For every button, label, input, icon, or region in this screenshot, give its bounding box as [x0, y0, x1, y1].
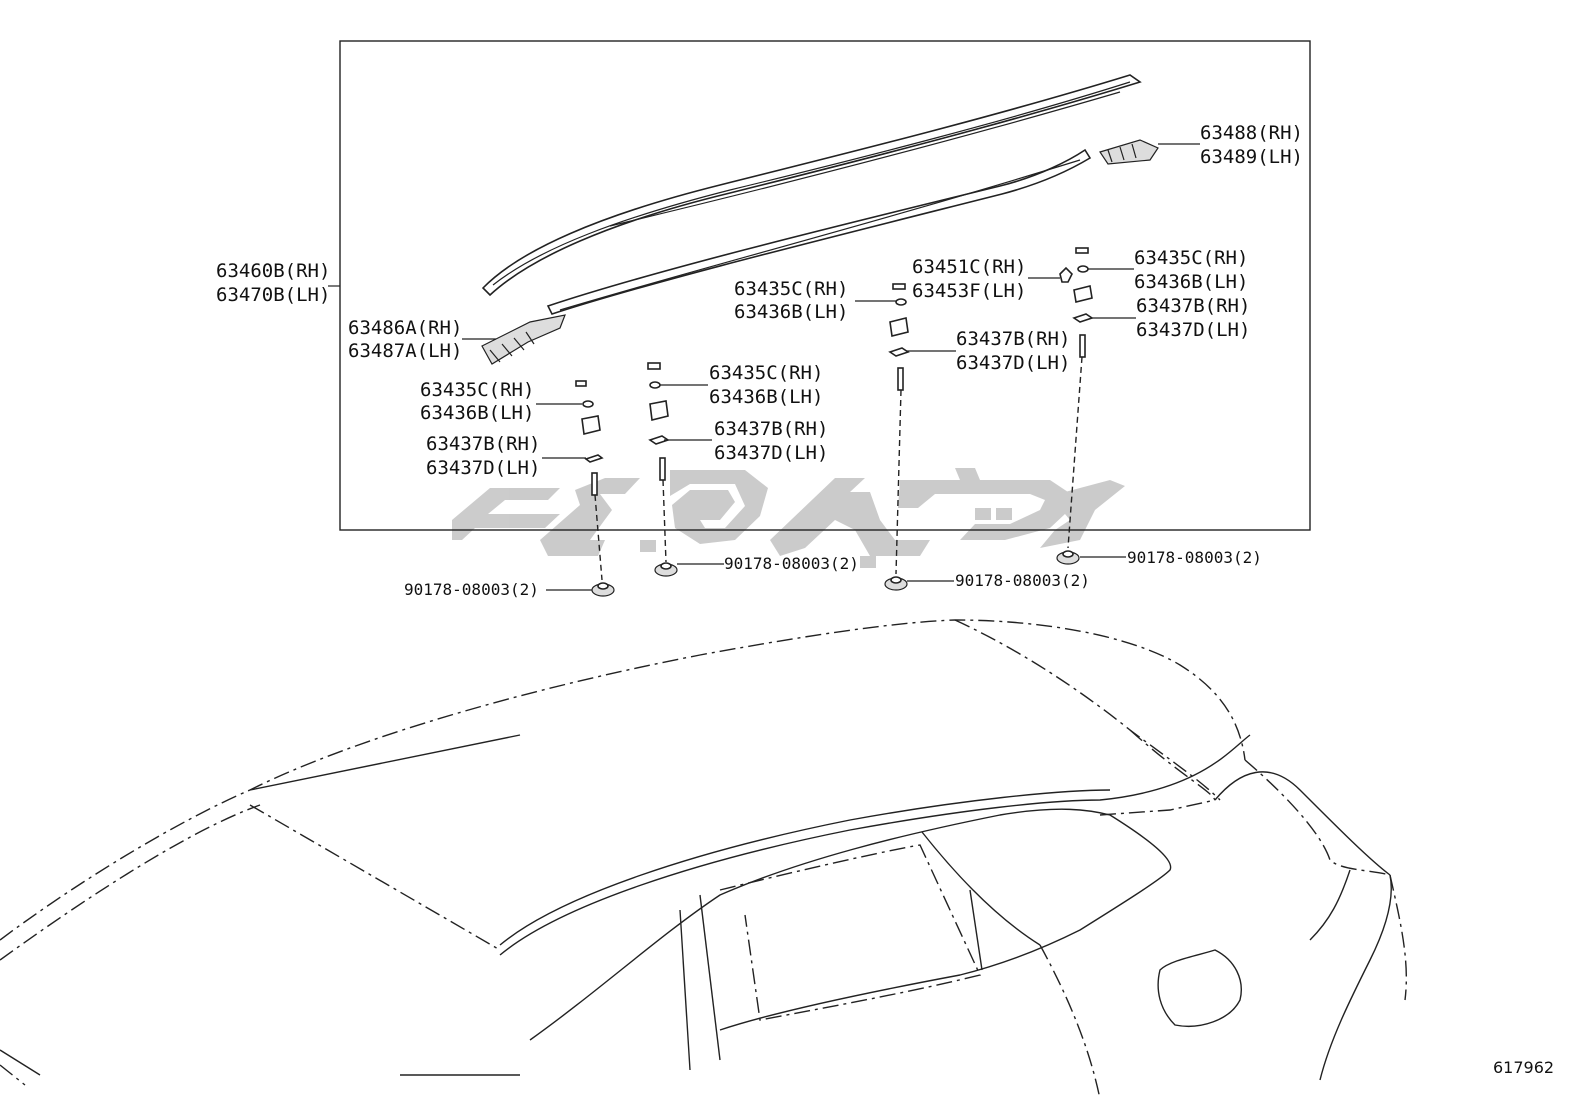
label-set1-gasket-lh: 63437D(LH): [426, 457, 540, 479]
label-set2-cushion-lh: 63436B(LH): [709, 386, 823, 408]
label-set3-cushion-lh: 63436B(LH): [734, 301, 848, 323]
clip-set-2: [647, 362, 678, 577]
watermark-logo: [452, 468, 1125, 568]
label-set1-gasket-rh: 63437B(RH): [426, 433, 540, 455]
front-end-cover: [481, 314, 566, 365]
label-nut3: 90178-08003(2): [955, 571, 1090, 590]
vehicle-outline: [0, 619, 1408, 1099]
label-set4-gasket-lh: 63437D(LH): [1136, 319, 1250, 341]
clip-set-4: [1056, 247, 1094, 565]
label-set2-cushion-rh: 63435C(RH): [709, 362, 823, 384]
rear-end-cover: [1099, 139, 1159, 165]
label-roof-rail-rh: 63460B(RH): [216, 260, 330, 282]
clip-set-1: [575, 380, 615, 597]
label-set4-cushion-rh: 63435C(RH): [1134, 247, 1248, 269]
label-set3-gasket-lh: 63437D(LH): [956, 352, 1070, 374]
label-roof-rail-lh: 63470B(LH): [216, 284, 330, 306]
label-set1-cushion-lh: 63436B(LH): [420, 402, 534, 424]
label-set4-cushion-lh: 63436B(LH): [1134, 271, 1248, 293]
rail-strip: [546, 148, 1092, 315]
label-set2-gasket-rh: 63437B(RH): [714, 418, 828, 440]
label-nut2: 90178-08003(2): [724, 554, 859, 573]
clip-set-3: [884, 283, 910, 591]
label-set4-gasket-rh: 63437B(RH): [1136, 295, 1250, 317]
label-nut4: 90178-08003(2): [1127, 548, 1262, 567]
label-rear-cover-rh: 63488(RH): [1200, 122, 1303, 144]
label-rear-cover-lh: 63489(LH): [1200, 146, 1303, 168]
label-front-cover-rh: 63486A(RH): [348, 317, 462, 339]
label-nut1: 90178-08003(2): [404, 580, 539, 599]
roof-rail: [481, 74, 1142, 297]
reference-number: 617962: [1493, 1058, 1554, 1077]
label-set1-cushion-rh: 63435C(RH): [420, 379, 534, 401]
label-set3-gasket-rh: 63437B(RH): [956, 328, 1070, 350]
label-bracket-lh: 63453F(LH): [912, 280, 1026, 302]
label-set2-gasket-lh: 63437D(LH): [714, 442, 828, 464]
label-set3-cushion-rh: 63435C(RH): [734, 278, 848, 300]
label-bracket-rh: 63451C(RH): [912, 256, 1026, 278]
label-front-cover-lh: 63487A(LH): [348, 340, 462, 362]
